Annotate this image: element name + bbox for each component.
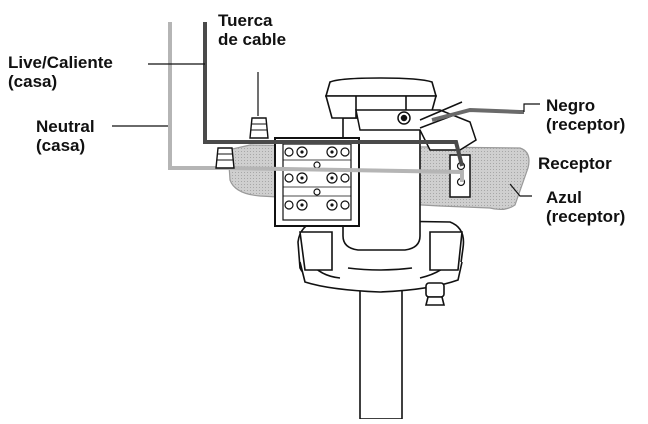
live-label: Live/Caliente (casa) <box>8 53 113 91</box>
black-receptor-label: Negro (receptor) <box>546 96 626 134</box>
leader-lines <box>112 63 540 197</box>
side-brackets <box>299 231 463 306</box>
receiver-label: Receptor <box>538 154 612 173</box>
wire-nut-lower <box>215 147 235 169</box>
black-receptor-wire <box>431 107 524 122</box>
neutral-label: Neutral (casa) <box>36 117 95 155</box>
live-wire <box>203 22 464 167</box>
mounting-pole <box>359 282 403 420</box>
terminal-block <box>274 137 360 227</box>
wire-nut-upper <box>249 117 269 139</box>
blue-receptor-label: Azul (receptor) <box>546 188 626 226</box>
central-column <box>324 77 438 251</box>
wire-nut-label: Tuerca de cable <box>218 11 287 49</box>
